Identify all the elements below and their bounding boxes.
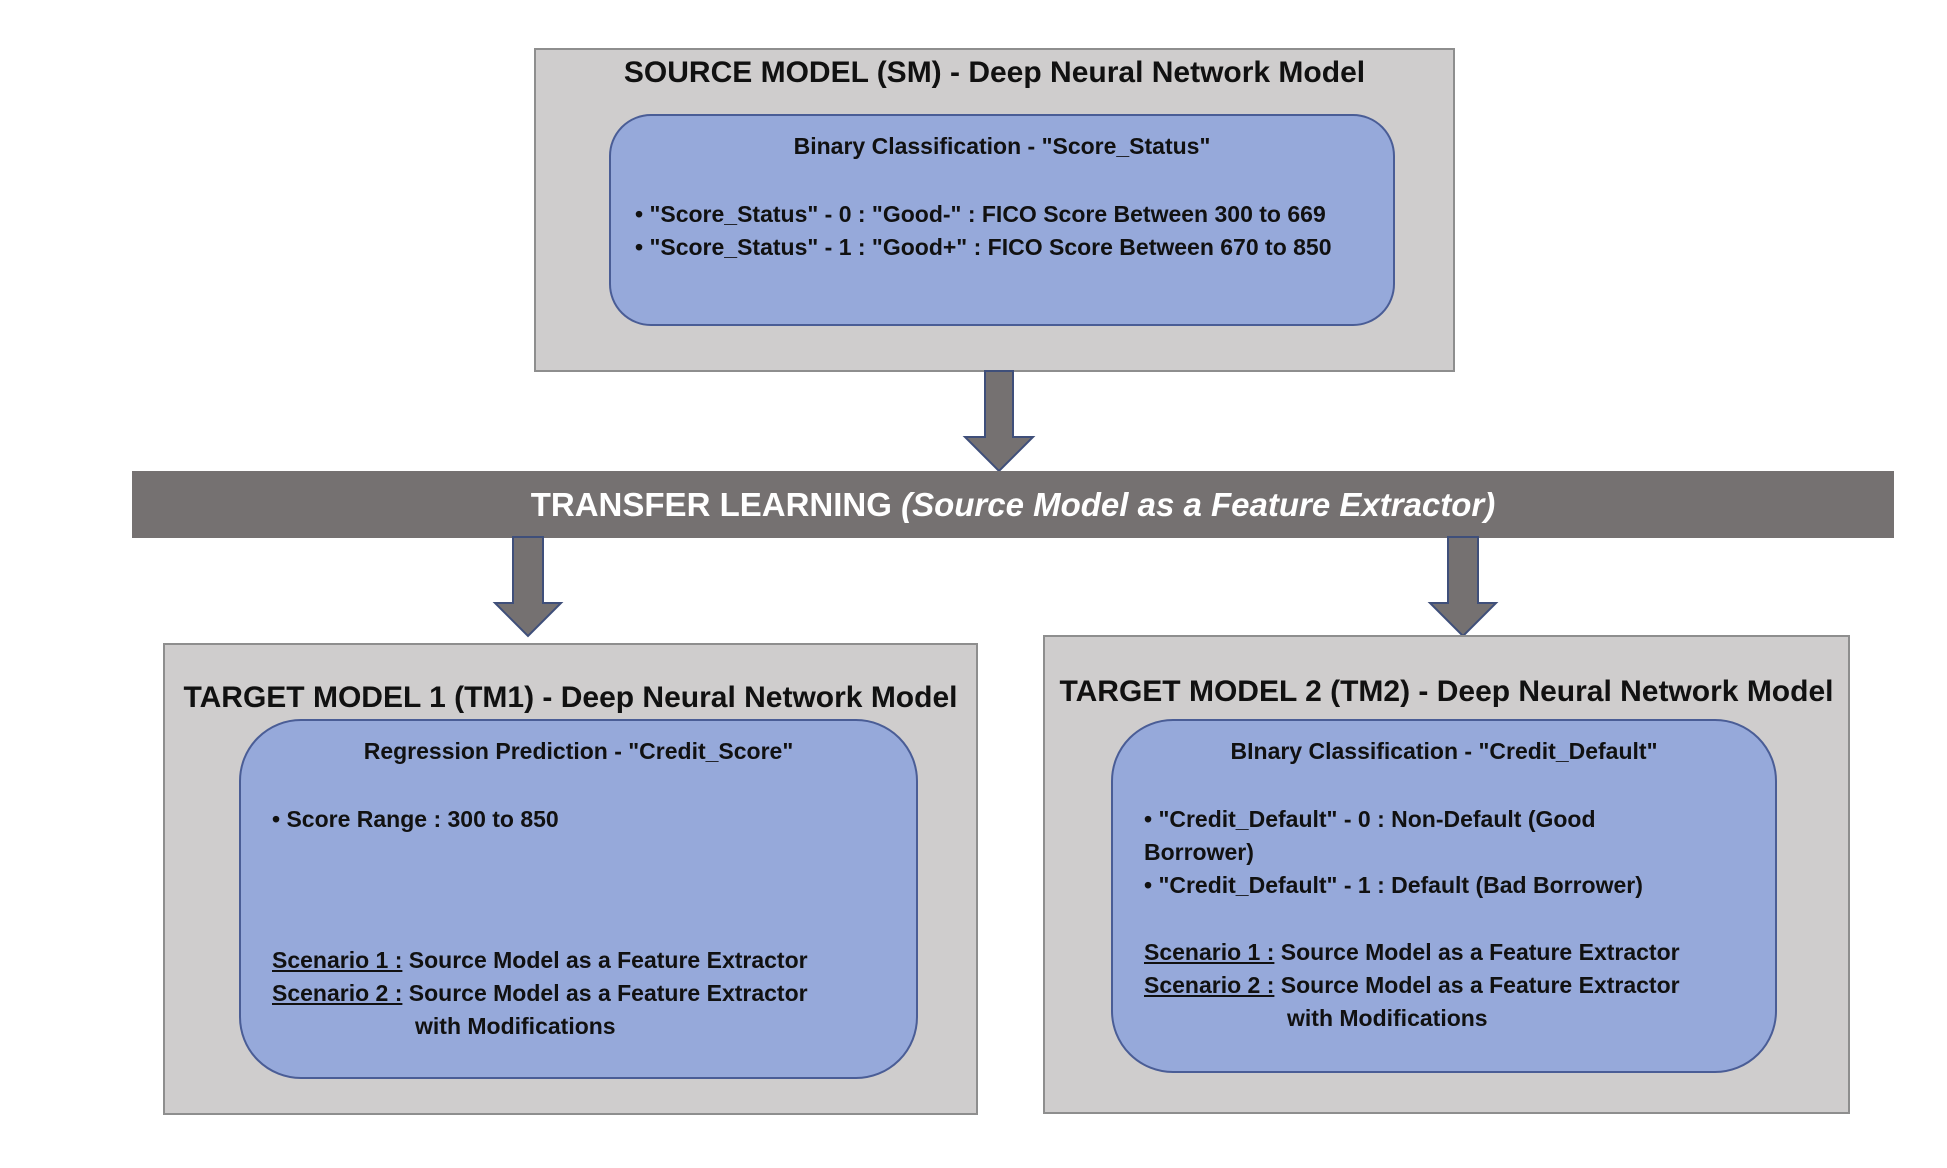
source-model-title: SOURCE MODEL (SM) - Deep Neural Network … [623, 56, 1366, 89]
target-model-1-box: TARGET MODEL 1 (TM1) - Deep Neural Netwo… [163, 643, 978, 1115]
target-model-1-task-box: Regression Prediction - "Credit_Score" •… [239, 719, 918, 1079]
down-arrow-source [962, 370, 1036, 473]
target-model-2-bullet-1: • "Credit_Default" - 1 : Default (Bad Bo… [1144, 872, 1643, 898]
target-model-1-score-range: • Score Range : 300 to 850 [272, 806, 559, 832]
source-model-bullet-1: • "Score_Status" - 1 : "Good+" : FICO Sc… [635, 234, 1332, 260]
target-model-1-scenario-1: Scenario 1 : Source Model as a Feature E… [272, 944, 808, 977]
scenario-2-label: Scenario 2 : [1144, 972, 1275, 998]
target-model-2-task-box: BInary Classification - "Credit_Default"… [1111, 719, 1777, 1073]
source-model-box: SOURCE MODEL (SM) - Deep Neural Network … [534, 48, 1455, 372]
target-model-2-scenario-1: Scenario 1 : Source Model as a Feature E… [1144, 936, 1680, 969]
transfer-learning-banner: TRANSFER LEARNING (Source Model as a Fea… [132, 471, 1894, 538]
scenario-2-text: Source Model as a Feature Extractor [1280, 972, 1680, 998]
target-model-2-bullet-0-cont: Borrower) [1144, 839, 1254, 865]
scenario-1-label: Scenario 1 : [272, 947, 403, 973]
transfer-learning-sublabel: (Source Model as a Feature Extractor) [901, 486, 1496, 523]
target-model-1-scenario-2: Scenario 2 : Source Model as a Feature E… [272, 977, 808, 1010]
source-model-task-box: Binary Classification - "Score_Status" •… [609, 114, 1395, 326]
target-model-2-scenario-2-cont: with Modifications [1287, 1005, 1488, 1031]
target-model-2-scenario-2: Scenario 2 : Source Model as a Feature E… [1144, 969, 1680, 1002]
target-model-1-task-title: Regression Prediction - "Credit_Score" [363, 738, 794, 764]
target-model-1-scenario-2-cont: with Modifications [415, 1013, 616, 1039]
scenario-2-text: Source Model as a Feature Extractor [408, 980, 808, 1006]
source-model-bullet-0: • "Score_Status" - 0 : "Good-" : FICO Sc… [635, 201, 1326, 227]
target-model-2-bullet-0: • "Credit_Default" - 0 : Non-Default (Go… [1144, 806, 1596, 832]
scenario-1-label: Scenario 1 : [1144, 939, 1275, 965]
down-arrow-target2 [1427, 536, 1499, 638]
target-model-1-title: TARGET MODEL 1 (TM1) - Deep Neural Netwo… [183, 681, 958, 714]
source-model-task-title: Binary Classification - "Score_Status" [793, 133, 1211, 159]
target-model-2-box: TARGET MODEL 2 (TM2) - Deep Neural Netwo… [1043, 635, 1850, 1114]
scenario-1-text: Source Model as a Feature Extractor [1280, 939, 1680, 965]
scenario-1-text: Source Model as a Feature Extractor [408, 947, 808, 973]
target-model-2-task-title: BInary Classification - "Credit_Default" [1230, 738, 1658, 764]
down-arrow-target1 [492, 536, 564, 638]
transfer-learning-label: TRANSFER LEARNING [530, 486, 892, 523]
scenario-2-label: Scenario 2 : [272, 980, 403, 1006]
target-model-2-title: TARGET MODEL 2 (TM2) - Deep Neural Netwo… [1059, 675, 1834, 708]
